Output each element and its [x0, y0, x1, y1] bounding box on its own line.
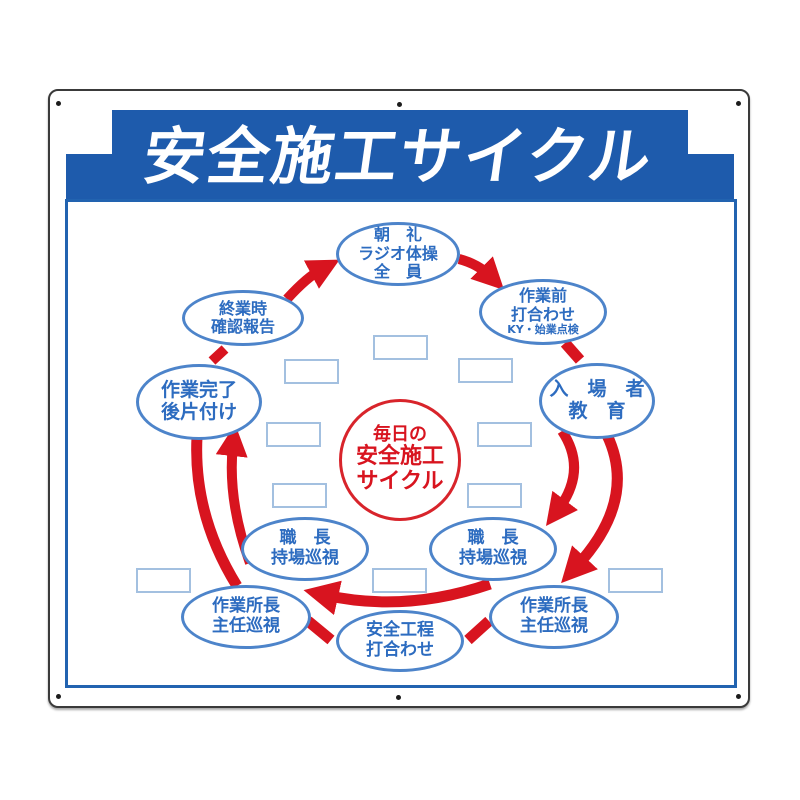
node-line: 職 長 — [467, 528, 519, 549]
cycle-node-foreman-patrol-left: 職 長 持場巡視 — [241, 517, 369, 581]
cycle-node-endwork-report: 終業時 確認報告 — [182, 290, 304, 346]
cycle-node-prework-meeting: 作業前 打合わせ KY・始業点検 — [479, 279, 607, 345]
title-banner-top — [112, 110, 688, 156]
node-line: 安全工程 — [366, 620, 434, 641]
blank-field — [284, 359, 339, 384]
blank-field — [266, 422, 321, 447]
screw-hole — [397, 102, 402, 107]
node-line: 全 員 — [373, 262, 422, 282]
title-banner-bottom — [66, 154, 734, 199]
node-line: 後片付け — [160, 401, 237, 423]
node-line: 作業前 — [518, 286, 567, 306]
blank-field — [373, 335, 428, 360]
cycle-node-manager-patrol-left: 作業所長 主任巡視 — [181, 585, 311, 649]
node-line: 確認報告 — [210, 317, 275, 336]
center-line: 毎日の — [373, 424, 427, 446]
screw-hole — [56, 694, 61, 699]
blank-field — [272, 483, 327, 508]
node-line: 教 育 — [568, 400, 626, 422]
cycle-node-morning-assembly: 朝 礼 ラジオ体操 全 員 — [336, 222, 460, 286]
cycle-node-schedule-meeting: 安全工程 打合わせ — [336, 610, 464, 672]
cycle-node-foreman-patrol-right: 職 長 持場巡視 — [429, 517, 557, 581]
cycle-node-entry-education: 入 場 者 教 育 — [539, 363, 655, 439]
node-line: ラジオ体操 — [358, 243, 438, 263]
blank-field — [467, 483, 522, 508]
node-line: KY・始業点検 — [507, 323, 579, 337]
sign-title: 安全施工サイクル — [138, 120, 658, 193]
node-line: 作業完了 — [160, 379, 237, 402]
node-line: 主任巡視 — [212, 616, 280, 636]
center-line: 安全施工 — [355, 444, 444, 470]
screw-hole — [56, 101, 61, 106]
node-line: 主任巡視 — [520, 616, 588, 636]
blank-field — [608, 568, 663, 593]
node-line: 作業所長 — [520, 596, 588, 617]
blank-field — [136, 568, 191, 593]
node-line: 職 長 — [279, 528, 331, 549]
node-line: 作業所長 — [212, 596, 280, 617]
screw-hole — [736, 101, 741, 106]
node-line: 終業時 — [218, 298, 267, 318]
cycle-node-manager-patrol-right: 作業所長 主任巡視 — [489, 585, 619, 649]
blank-field — [458, 358, 513, 383]
node-line: 入 場 者 — [549, 378, 645, 401]
blank-field — [372, 568, 427, 593]
daily-cycle-center-circle: 毎日の 安全施工 サイクル — [339, 399, 461, 521]
node-line: 朝 礼 — [373, 225, 422, 245]
screw-hole — [736, 694, 741, 699]
blank-field — [477, 422, 532, 447]
node-line: 持場巡視 — [271, 548, 339, 568]
node-line: 持場巡視 — [459, 548, 527, 568]
screw-hole — [396, 695, 401, 700]
center-line: サイクル — [356, 469, 444, 495]
node-line: 打合わせ — [366, 640, 434, 660]
node-line: 打合わせ — [510, 304, 575, 324]
cycle-node-work-completion: 作業完了 後片付け — [136, 364, 262, 440]
